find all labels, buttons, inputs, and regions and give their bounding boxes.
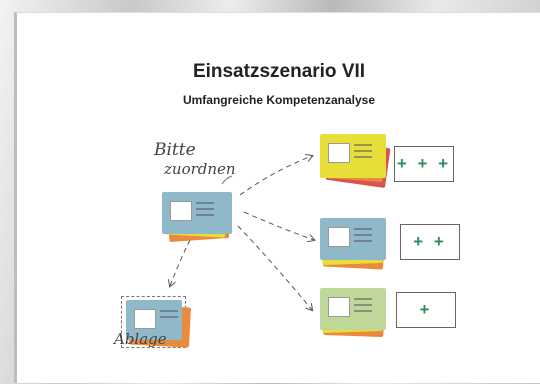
card-top[interactable] [320, 134, 386, 178]
slide-subtitle: Umfangreiche Kompetenzanalyse [182, 93, 376, 107]
card-bottom[interactable] [320, 288, 386, 330]
slide: Einsatzszenario VII Umfangreiche Kompete… [14, 12, 540, 383]
rating-three-plus: + + + [394, 146, 454, 182]
rating-one-plus: + [396, 292, 456, 328]
rating-two-plus: + + [400, 224, 460, 260]
card-photo [170, 201, 192, 221]
card-photo [328, 297, 350, 317]
card-middle[interactable] [320, 218, 386, 260]
card-ablage [126, 300, 182, 340]
card-photo [134, 309, 156, 329]
card-photo [328, 227, 350, 247]
card-center[interactable] [162, 192, 232, 234]
card-photo [328, 143, 350, 163]
hint-bitte: Bitte [154, 140, 196, 160]
hint-zuordnen: zuordnen [164, 160, 236, 178]
slide-title: Einsatzszenario VII [192, 61, 366, 82]
ablage-label: Ablage [114, 330, 167, 348]
